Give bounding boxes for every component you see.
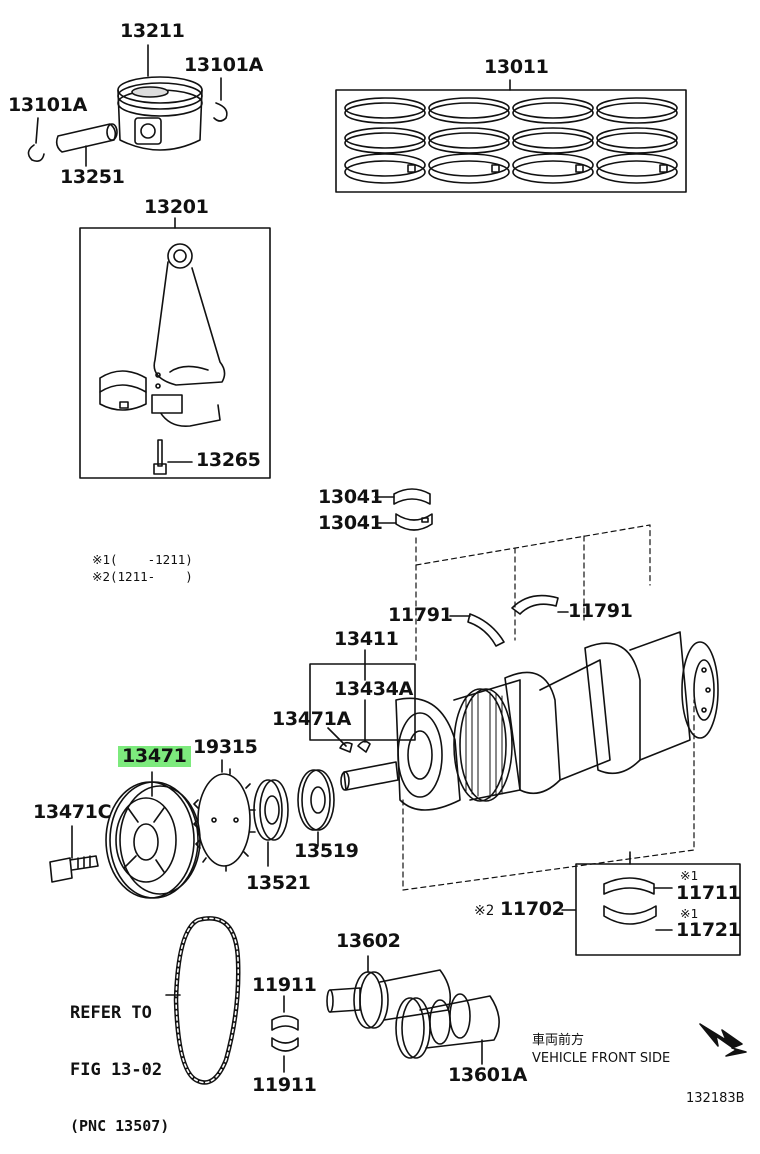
front-direction-arrow	[699, 1023, 747, 1057]
part-label-11911-top[interactable]: 11911	[252, 974, 317, 996]
parts-diagram	[27, 44, 747, 1085]
part-label-13521[interactable]: 13521	[246, 872, 311, 894]
part-label-13011[interactable]: 13011	[484, 56, 549, 78]
circlip-right-illustration[interactable]	[213, 77, 228, 122]
part-label-13041-top[interactable]: 13041	[318, 486, 383, 508]
part-label-13602[interactable]: 13602	[336, 930, 401, 952]
thrust-washer-left-illustration[interactable]	[449, 613, 505, 647]
part-label-13471-highlighted[interactable]: 13471	[118, 746, 191, 767]
timing-chain-illustration[interactable]	[165, 916, 241, 1085]
refer-note[interactable]: REFER TO FIG 13-02 (PNC 13507)	[70, 966, 169, 1154]
piston-pin-illustration[interactable]	[55, 123, 118, 167]
piston-ring-set-illustration[interactable]	[344, 97, 678, 184]
piston-illustration[interactable]	[117, 44, 203, 151]
crankshaft-illustration[interactable]	[340, 631, 719, 811]
pulley-bolt-illustration[interactable]	[49, 825, 99, 883]
part-label-13041-bottom[interactable]: 13041	[318, 512, 383, 534]
key-group-box	[309, 663, 416, 741]
main-bearing-lower-illustration[interactable]	[377, 513, 433, 531]
part-label-13471A[interactable]: 13471A	[272, 708, 352, 730]
refer-line-3: (PNC 13507)	[70, 1117, 170, 1136]
conrod-bearing-illustration[interactable]	[99, 370, 147, 411]
conrod-bolt-illustration[interactable]	[153, 439, 193, 475]
chain-damper-illustration[interactable]	[271, 995, 299, 1073]
vehicle-front-side-label: VEHICLE FRONT SIDE	[532, 1051, 671, 1066]
balance-shaft-illustration[interactable]	[326, 955, 500, 1065]
part-label-11791-right[interactable]: 11791	[568, 600, 633, 622]
part-label-11721[interactable]: 11721	[676, 919, 741, 941]
note-year-range-2: ※2(1211- )	[92, 569, 193, 584]
part-label-19315[interactable]: 19315	[193, 736, 258, 758]
part-label-13211[interactable]: 13211	[120, 20, 185, 42]
connecting-rod-illustration[interactable]	[151, 243, 226, 428]
thrust-washer-right-illustration[interactable]	[511, 594, 569, 615]
crankshaft-pulley-illustration[interactable]	[105, 781, 201, 899]
main-bearing-set-illustration[interactable]	[603, 877, 673, 931]
circlip-left-illustration[interactable]	[27, 117, 45, 162]
vehicle-front-jp: 車両前方	[532, 1033, 585, 1048]
part-label-13101A-right[interactable]: 13101A	[184, 54, 264, 76]
part-label-11711[interactable]: 11711	[676, 882, 741, 904]
mark-11711: ※1	[680, 868, 698, 883]
main-bearing-upper-illustration[interactable]	[374, 488, 431, 505]
part-label-13471C[interactable]: 13471C	[33, 801, 112, 823]
part-label-13251[interactable]: 13251	[60, 166, 125, 188]
refer-line-1: REFER TO	[70, 1003, 152, 1024]
part-label-11911-bottom[interactable]: 11911	[252, 1074, 317, 1096]
part-label-11791-left[interactable]: 11791	[388, 604, 453, 626]
conrod-box	[79, 227, 271, 479]
note-year-range-1: ※1( -1211)	[92, 552, 193, 567]
crankshaft-gear-illustration[interactable]	[253, 779, 289, 867]
part-label-13434A[interactable]: 13434A	[334, 678, 414, 700]
part-label-11702[interactable]: 11702	[500, 898, 565, 920]
figure-id: 132183B	[686, 1091, 745, 1106]
part-label-13265[interactable]: 13265	[196, 449, 261, 471]
piston-ring-box	[335, 89, 687, 193]
part-label-13201[interactable]: 13201	[144, 196, 209, 218]
mark-11721: ※1	[680, 906, 698, 921]
part-label-13101A-left[interactable]: 13101A	[8, 94, 88, 116]
crank-angle-sensor-plate-illustration[interactable]	[297, 769, 335, 847]
part-label-13519[interactable]: 13519	[294, 840, 359, 862]
part-label-13411[interactable]: 13411	[334, 628, 399, 650]
mark-11702: ※2	[474, 903, 495, 919]
part-label-13601A[interactable]: 13601A	[448, 1064, 528, 1086]
woodruff-key-illustration[interactable]	[327, 727, 371, 753]
refer-line-2: FIG 13-02	[70, 1060, 163, 1081]
timing-rotor-illustration[interactable]	[193, 759, 256, 872]
